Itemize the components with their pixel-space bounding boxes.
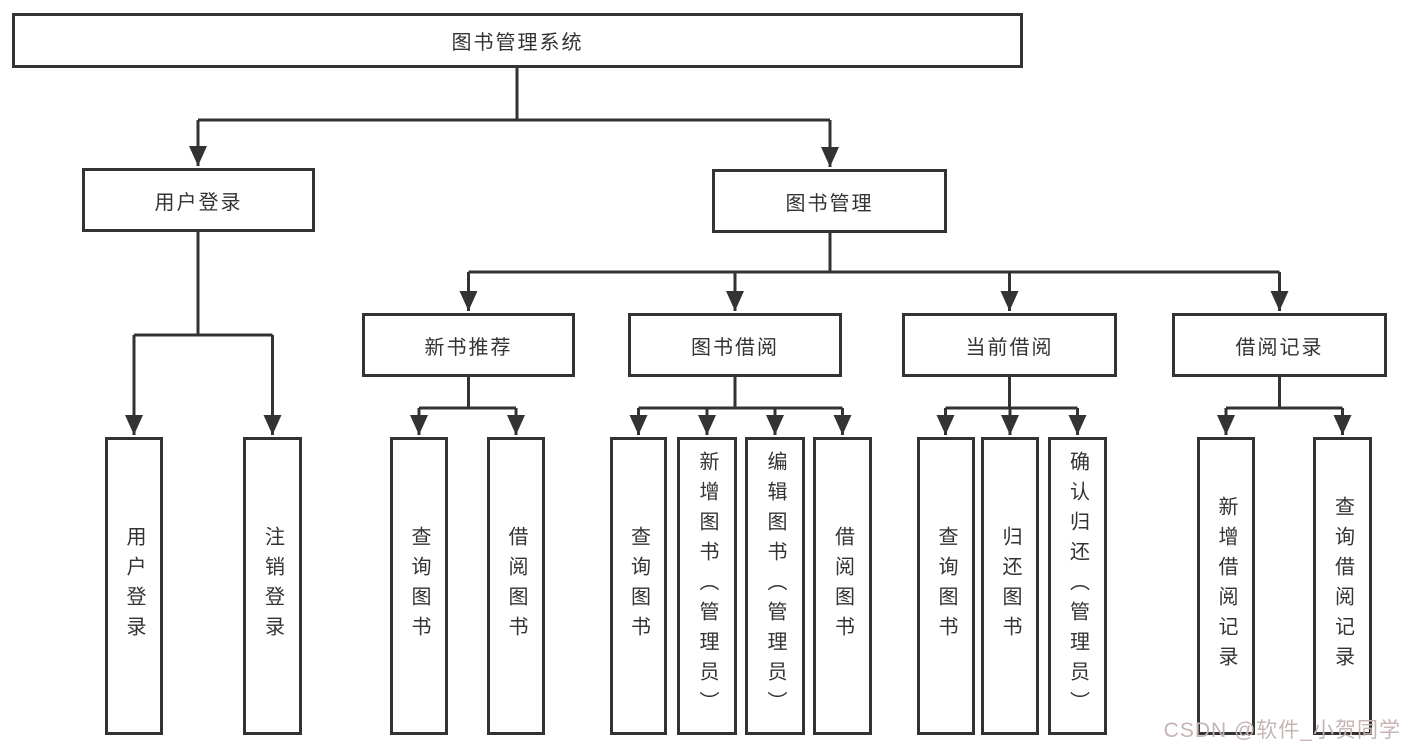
node-new-book-recommend: 新书推荐 [362, 313, 575, 377]
node-library-management-system: 图书管理系统 [12, 13, 1023, 68]
node-borrowing-records: 借阅记录 [1172, 313, 1387, 377]
leaf-borrow-books-recommend: 借阅图书 [487, 437, 545, 735]
leaf-query-books-recommend: 查询图书 [390, 437, 448, 735]
leaf-query-books-borrow: 查询图书 [610, 437, 667, 735]
leaf-return-books: 归还图书 [981, 437, 1039, 735]
leaf-add-books-admin: 新增图书（管理员） [677, 437, 737, 735]
leaf-logout: 注销登录 [243, 437, 302, 735]
node-user-login: 用户登录 [82, 168, 315, 232]
leaf-query-books-current: 查询图书 [917, 437, 975, 735]
leaf-add-borrow-record: 新增借阅记录 [1197, 437, 1255, 735]
leaf-user-login: 用户登录 [105, 437, 163, 735]
node-current-borrowing: 当前借阅 [902, 313, 1117, 377]
csdn-watermark: CSDN @软件_小贺同学 [1163, 719, 1401, 742]
leaf-query-borrow-record: 查询借阅记录 [1313, 437, 1372, 735]
leaf-edit-books-admin: 编辑图书（管理员） [745, 437, 805, 735]
node-book-management: 图书管理 [712, 169, 947, 233]
leaf-confirm-return-admin: 确认归还（管理员） [1048, 437, 1107, 735]
leaf-borrow-books: 借阅图书 [813, 437, 872, 735]
node-book-borrowing: 图书借阅 [628, 313, 842, 377]
